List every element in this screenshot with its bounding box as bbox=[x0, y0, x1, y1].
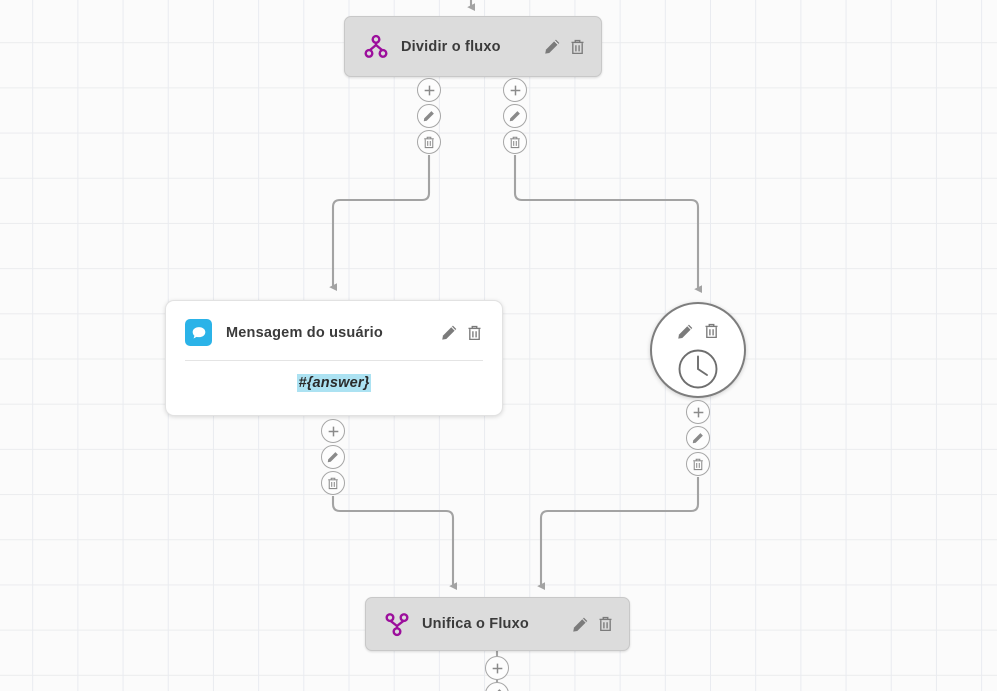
node-header-actions bbox=[554, 616, 613, 633]
add-step-button[interactable] bbox=[417, 78, 441, 102]
delete-trash-icon[interactable] bbox=[467, 325, 482, 341]
node-delay[interactable] bbox=[650, 302, 746, 398]
delete-trash-icon[interactable] bbox=[598, 616, 613, 632]
delete-connector-button[interactable] bbox=[417, 130, 441, 154]
split-flow-icon bbox=[364, 34, 388, 58]
node-header-actions bbox=[652, 323, 744, 340]
node-header-actions bbox=[526, 38, 585, 55]
merge-flow-icon bbox=[385, 613, 409, 637]
message-variable-token: #{answer} bbox=[297, 374, 371, 392]
add-step-button[interactable] bbox=[686, 400, 710, 424]
delete-trash-icon[interactable] bbox=[704, 323, 719, 339]
edit-connector-button[interactable] bbox=[503, 104, 527, 128]
add-step-button[interactable] bbox=[503, 78, 527, 102]
edit-connector-button[interactable] bbox=[485, 682, 509, 691]
node-title: Unifica o Fluxo bbox=[422, 616, 529, 632]
node-header-actions bbox=[423, 324, 482, 341]
edit-pencil-icon[interactable] bbox=[677, 323, 694, 340]
connector-actions-merge[interactable] bbox=[485, 656, 509, 691]
connector-actions-split-right[interactable] bbox=[503, 78, 527, 154]
node-dividir-o-fluxo[interactable]: Dividir o fluxo bbox=[344, 16, 602, 77]
node-title: Mensagem do usuário bbox=[226, 324, 383, 341]
chat-bubble-icon bbox=[185, 319, 212, 346]
connector-actions-split-left[interactable] bbox=[417, 78, 441, 154]
message-body: #{answer} bbox=[166, 374, 502, 392]
delete-trash-icon[interactable] bbox=[570, 39, 585, 55]
edit-pencil-icon[interactable] bbox=[441, 324, 458, 341]
edit-connector-button[interactable] bbox=[417, 104, 441, 128]
add-step-button[interactable] bbox=[485, 656, 509, 680]
delete-connector-button[interactable] bbox=[503, 130, 527, 154]
divider bbox=[185, 360, 483, 361]
connector-actions-delay[interactable] bbox=[686, 400, 710, 476]
node-header: Mensagem do usuário bbox=[166, 301, 502, 346]
node-title: Dividir o fluxo bbox=[401, 38, 501, 55]
edit-connector-button[interactable] bbox=[321, 445, 345, 469]
delete-connector-button[interactable] bbox=[321, 471, 345, 495]
connector-actions-message[interactable] bbox=[321, 419, 345, 495]
node-mensagem-do-usuario[interactable]: Mensagem do usuário #{answer} bbox=[165, 300, 503, 416]
add-step-button[interactable] bbox=[321, 419, 345, 443]
edit-connector-button[interactable] bbox=[686, 426, 710, 450]
edit-pencil-icon[interactable] bbox=[572, 616, 589, 633]
node-unifica-o-fluxo[interactable]: Unifica o Fluxo bbox=[365, 597, 630, 651]
delete-connector-button[interactable] bbox=[686, 452, 710, 476]
edit-pencil-icon[interactable] bbox=[544, 38, 561, 55]
clock-icon bbox=[678, 349, 718, 389]
